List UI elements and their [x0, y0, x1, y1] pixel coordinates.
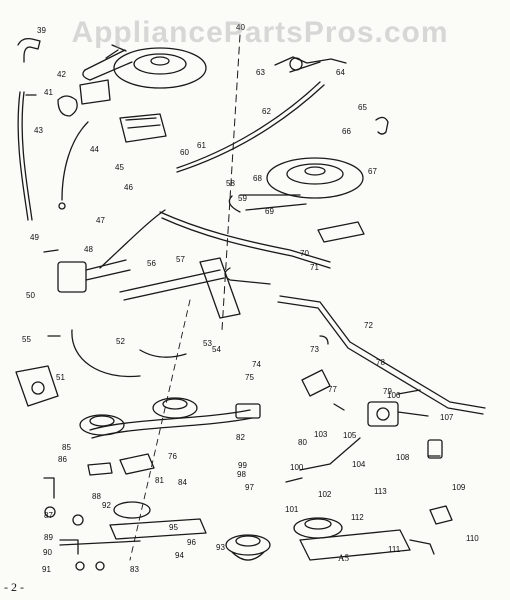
- part-callout-108: 108: [396, 453, 410, 462]
- part-callout-41: 41: [44, 88, 53, 97]
- part-callout-66: 66: [342, 127, 351, 136]
- part-callout-106: 106: [387, 391, 401, 400]
- part-callout-112: 112: [351, 513, 364, 522]
- part-callout-76: 76: [168, 452, 177, 461]
- part-callout-63: 63: [256, 68, 265, 77]
- part-callout-40: 40: [236, 23, 245, 32]
- part-callout-96: 96: [187, 538, 196, 547]
- part-callout-72: 72: [364, 321, 373, 330]
- part-callout-113: 113: [374, 487, 387, 496]
- part-callout-111: 111: [388, 545, 401, 554]
- part-callout-70: 70: [300, 249, 309, 258]
- part-callout-53: 53: [203, 339, 212, 348]
- part-callout-55: 55: [22, 335, 31, 344]
- part-callout-79: 79: [383, 387, 392, 396]
- part-callout-98: 98: [237, 470, 246, 479]
- part-callout-101: 101: [285, 505, 299, 514]
- part-callout-99: 99: [238, 461, 247, 470]
- part-callout-68: 68: [253, 174, 262, 183]
- part-callout-74: 74: [252, 360, 261, 369]
- part-callout-77: 77: [328, 385, 337, 394]
- part-callout-71: 71: [310, 263, 319, 272]
- part-callout-81: 81: [155, 476, 164, 485]
- part-callout-65: 65: [358, 103, 367, 112]
- part-callout-52: 52: [116, 337, 125, 346]
- part-callout-107: 107: [440, 413, 454, 422]
- part-callout-110: 110: [466, 534, 479, 543]
- page-number: - 2 -: [4, 580, 24, 594]
- part-callout-105: 105: [343, 431, 357, 440]
- part-callout-89: 89: [44, 533, 53, 542]
- part-callout-60: 60: [180, 148, 189, 157]
- part-callout-58: 58: [226, 179, 235, 188]
- part-callout-91: 91: [42, 565, 51, 574]
- part-callout-85: 85: [62, 443, 71, 452]
- part-callout-46: 46: [124, 183, 133, 192]
- part-callout-102: 102: [318, 490, 332, 499]
- part-callout-73: 73: [310, 345, 319, 354]
- part-callout-87: 87: [44, 511, 53, 520]
- part-callout-104: 104: [352, 460, 366, 469]
- part-callout-100: 100: [290, 463, 304, 472]
- part-callout-44: 44: [90, 145, 99, 154]
- part-callout-93: 93: [216, 543, 225, 552]
- part-callout-62: 62: [262, 107, 271, 116]
- part-callout-49: 49: [30, 233, 39, 242]
- part-callout-75: 75: [245, 373, 254, 382]
- part-callout-50: 50: [26, 291, 35, 300]
- part-callout-78: 78: [376, 358, 385, 367]
- part-callout-80: 80: [298, 438, 307, 447]
- part-callout-109: 109: [452, 483, 466, 492]
- part-callout-47: 47: [96, 216, 105, 225]
- part-callout-84: 84: [178, 478, 187, 487]
- part-callout-82: 82: [236, 433, 245, 442]
- part-callout-94: 94: [175, 551, 184, 560]
- part-callout-59: 59: [238, 194, 247, 203]
- part-callout-48: 48: [84, 245, 93, 254]
- part-callout-97: 97: [245, 483, 254, 492]
- part-callout-83: 83: [130, 565, 139, 574]
- part-callout-61: 61: [197, 141, 206, 150]
- part-callout-45: 45: [115, 163, 124, 172]
- part-callout-88: 88: [92, 492, 101, 501]
- part-callout-42: 42: [57, 70, 66, 79]
- part-callout-56: 56: [147, 259, 156, 268]
- part-callout-54: 54: [212, 345, 221, 354]
- part-callout-57: 57: [176, 255, 185, 264]
- part-callout-86: 86: [58, 455, 67, 464]
- part-callout-92: 92: [102, 501, 111, 510]
- plate-code: A5: [338, 553, 349, 563]
- part-callout-43: 43: [34, 126, 43, 135]
- part-callout-69: 69: [265, 207, 274, 216]
- part-callout-67: 67: [368, 167, 377, 176]
- part-callout-103: 103: [314, 430, 328, 439]
- part-callout-95: 95: [169, 523, 178, 532]
- part-callout-39: 39: [37, 26, 46, 35]
- part-callout-64: 64: [336, 68, 345, 77]
- part-callout-90: 90: [43, 548, 52, 557]
- part-callout-51: 51: [56, 373, 65, 382]
